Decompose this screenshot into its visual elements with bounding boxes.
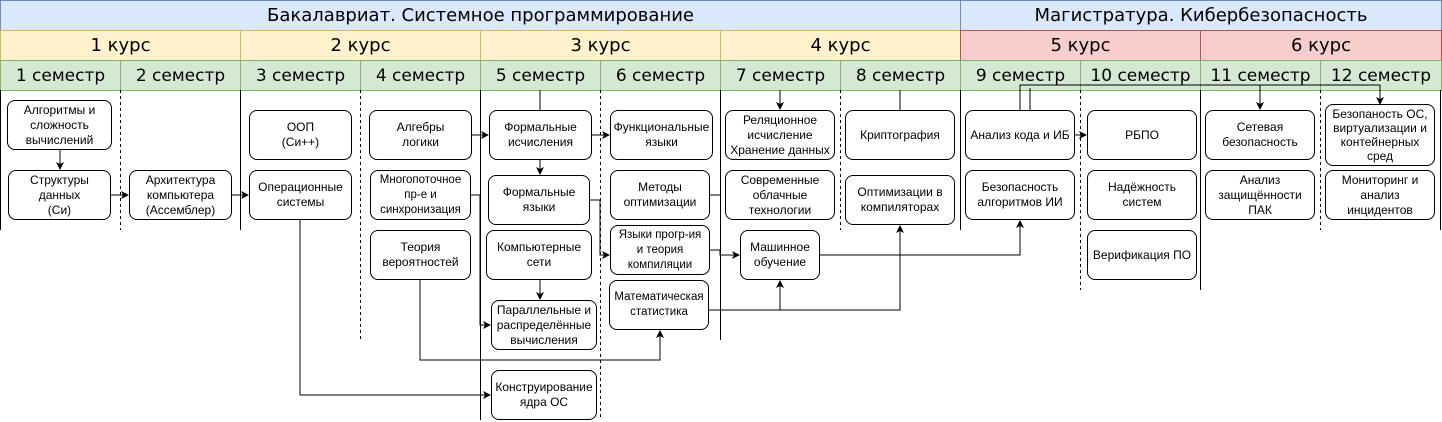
subject-box: Параллельные и распределённые вычисления [491, 300, 597, 350]
prerequisite-arrows [56, 84, 1384, 399]
subject-box: Анализ защищённости ПАК [1205, 170, 1315, 220]
subject-box: Методы оптимизации [610, 170, 710, 220]
subject-box: Безопасность алгоритмов ИИ [965, 170, 1075, 220]
semester-header: 8 семестр [840, 60, 961, 91]
subject-box: Алгоритмы и сложность вычислений [7, 100, 112, 150]
subject-box: Криптография [845, 110, 955, 160]
semester-header: 6 семестр [600, 60, 721, 91]
subject-box: ООП (Си++) [249, 110, 352, 160]
course-header: 3 курс [480, 30, 721, 61]
subject-box: Конструирование ядра ОС [491, 370, 597, 420]
subject-box: РБПО [1087, 110, 1197, 160]
subject-box: Машинное обучение [740, 230, 820, 280]
semester-header: 10 семестр [1080, 60, 1201, 91]
subject-box: Формальные языки [488, 175, 590, 225]
subject-box: Верификация ПО [1087, 230, 1197, 280]
semester-header: 5 семестр [480, 60, 601, 91]
subject-box: Операционные системы [249, 170, 352, 220]
subject-box: Анализ кода и ИБ [965, 110, 1075, 160]
subject-box: Архитектура компьютера (Ассемблер) [129, 170, 232, 220]
semester-header: 4 семестр [360, 60, 481, 91]
subject-box: Многопоточное пр-е и синхронизация [370, 170, 471, 220]
subject-box: Формальные исчисления [489, 110, 592, 160]
subject-box: Мониторинг и анализ инцидентов [1325, 170, 1435, 220]
subject-box: Языки прогр-ия и теория компиляции [610, 225, 710, 275]
semester-header: 12 семестр [1320, 60, 1442, 91]
semester-header: 2 семестр [120, 60, 241, 91]
subject-box: Сетевая безопасность [1205, 110, 1315, 160]
subject-box: Современные облачные технологии [725, 170, 835, 220]
semester-header: 1 семестр [0, 60, 121, 91]
subject-box: Функциональные языки [610, 110, 713, 160]
subject-box: Реляционное исчисление Хранение данных [725, 110, 835, 160]
subject-box: Математическая статистика [609, 280, 709, 330]
course-header: 1 курс [0, 30, 241, 61]
subject-box: Оптимизации в компиляторах [845, 175, 955, 225]
program-header-bachelor: Бакалавриат. Системное программирование [0, 0, 961, 31]
subject-box: Надёжность систем [1087, 170, 1197, 220]
subject-box: Компьютерные сети [486, 230, 592, 280]
subject-box: Алгебры логики [369, 110, 472, 160]
course-header: 5 курс [960, 30, 1201, 61]
subject-box: Структуры данных (Си) [8, 170, 111, 220]
semester-header: 3 семестр [240, 60, 361, 91]
course-header: 4 курс [720, 30, 961, 61]
subject-box: Безопаность ОС, виртуализации и контейне… [1325, 104, 1435, 166]
subject-box: Теория вероятностей [370, 230, 471, 280]
